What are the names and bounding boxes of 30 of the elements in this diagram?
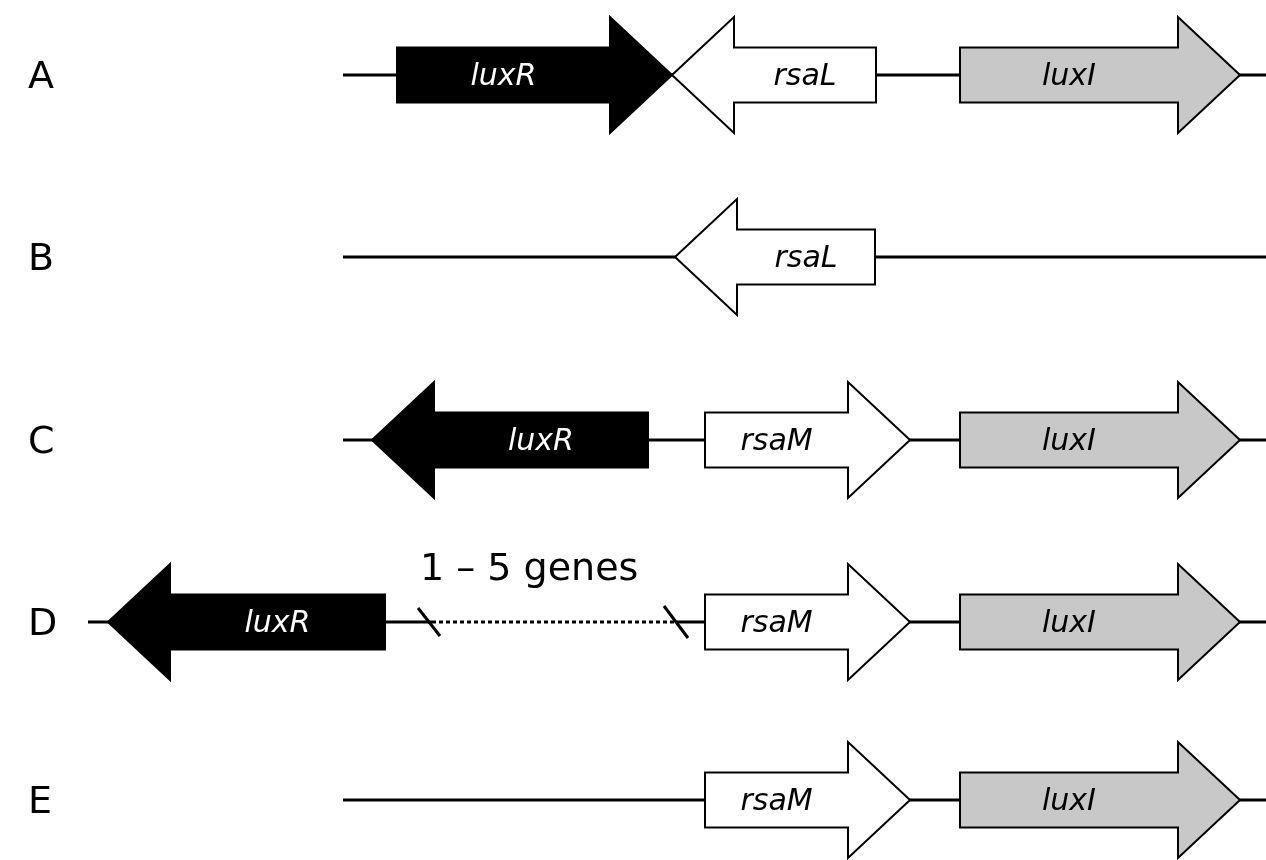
gene-arrow (960, 17, 1240, 133)
gene-arrow (372, 382, 648, 498)
gene-name: rsaL (773, 57, 837, 93)
gene-arrow (705, 742, 910, 858)
gene-arrow (705, 382, 910, 498)
gene-arrow (705, 564, 910, 680)
gene-name: rsaM (740, 782, 813, 818)
gene-name: luxI (1042, 422, 1096, 458)
gene-name: rsaM (740, 422, 813, 458)
gene-count-note: 1 – 5 genes (420, 545, 639, 589)
gene-name: luxR (470, 57, 537, 93)
gene-name: luxI (1042, 782, 1096, 818)
row-letter: D (28, 600, 58, 644)
gene-arrow (672, 17, 876, 133)
gene-arrow (675, 199, 875, 315)
gene-name: luxR (508, 422, 574, 458)
row-letter: A (28, 53, 54, 97)
gene-arrow (960, 382, 1240, 498)
gene-arrow (960, 742, 1240, 858)
row-letter: E (28, 778, 52, 822)
gene-name: luxI (1042, 604, 1096, 640)
gene-arrow (960, 564, 1240, 680)
gene-name: luxR (244, 604, 311, 640)
gene-name: rsaL (774, 239, 838, 275)
gene-name: rsaM (740, 604, 813, 640)
row-letter: B (28, 235, 55, 279)
gene-arrow (108, 564, 385, 680)
gene-name: luxI (1042, 57, 1096, 93)
gene-arrow (397, 17, 672, 133)
row-letter: C (28, 418, 55, 462)
